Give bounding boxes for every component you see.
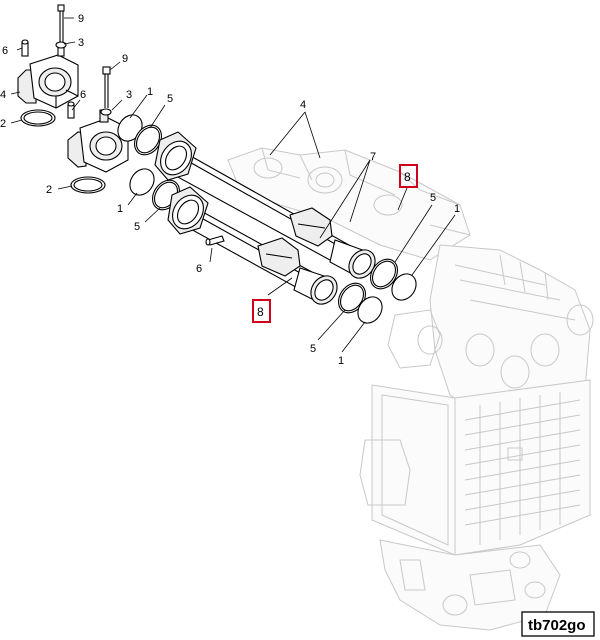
callout-6-lower-pin: 6 xyxy=(80,89,86,101)
washer-upper xyxy=(55,41,67,49)
callout-8-upper-pipe: 8 xyxy=(404,170,411,184)
callout-2-lower-oring: 2 xyxy=(46,184,52,196)
oring-lower xyxy=(70,176,106,194)
callout-4-upper-flange: 4 xyxy=(0,89,6,101)
reference-code: tb702go xyxy=(528,617,586,634)
bolt-lower xyxy=(102,66,111,108)
dowel-pin-upper xyxy=(21,39,29,57)
dowel-pin-lower-pipe xyxy=(205,235,225,246)
reference-code-box: tb702go xyxy=(521,611,595,637)
oring-5-lower-right xyxy=(338,282,366,314)
flange-upper xyxy=(17,45,79,109)
bolt-upper xyxy=(57,4,65,44)
oring-1-lower-right xyxy=(357,296,383,324)
ghost-engine-assembly xyxy=(227,147,594,631)
callout-labels: 9 3 6 4 2 9 6 3 2 1 5 1 5 6 4 7 5 1 5 1 xyxy=(0,13,460,367)
leader-lines xyxy=(10,17,456,353)
flange-lower xyxy=(67,109,129,173)
callout-7-pipe-bracket: 7 xyxy=(370,151,376,163)
callout-4-ghost-flange: 4 xyxy=(300,99,306,111)
highlight-callout-8-upper[interactable]: 8 xyxy=(399,164,418,188)
washer-lower xyxy=(100,108,112,116)
callout-5-upper-right: 5 xyxy=(430,192,436,204)
callout-8-lower-pipe: 8 xyxy=(257,305,264,319)
callout-1-upper-left: 1 xyxy=(147,86,153,98)
callout-2-upper-oring: 2 xyxy=(0,118,6,130)
callout-9-lower-bolt: 9 xyxy=(122,53,128,65)
callout-9-upper-bolt: 9 xyxy=(78,13,84,25)
callout-6-lower-pin-pipe: 6 xyxy=(196,263,202,275)
pipe-upper xyxy=(154,131,376,279)
dowel-pin-lower xyxy=(67,101,75,119)
oring-1-lower-left xyxy=(129,168,155,196)
callout-6-upper-pin: 6 xyxy=(2,45,8,57)
oring-1-upper-right xyxy=(391,273,417,301)
callout-5-lower-left: 5 xyxy=(134,221,140,233)
oring-5-upper-left xyxy=(134,124,162,156)
callout-5-upper-left: 5 xyxy=(167,93,173,105)
highlight-callout-8-lower[interactable]: 8 xyxy=(252,299,271,323)
callout-1-lower-right: 1 xyxy=(338,355,344,367)
oring-5-upper-right xyxy=(370,258,398,290)
pipe-lower xyxy=(167,186,338,305)
callout-1-upper-right: 1 xyxy=(454,203,460,215)
callout-1-lower-left: 1 xyxy=(117,203,123,215)
oring-upper xyxy=(20,109,56,127)
callout-3-upper-washer: 3 xyxy=(78,37,84,49)
callout-3-lower-washer: 3 xyxy=(126,89,132,101)
callout-5-lower-right: 5 xyxy=(310,343,316,355)
